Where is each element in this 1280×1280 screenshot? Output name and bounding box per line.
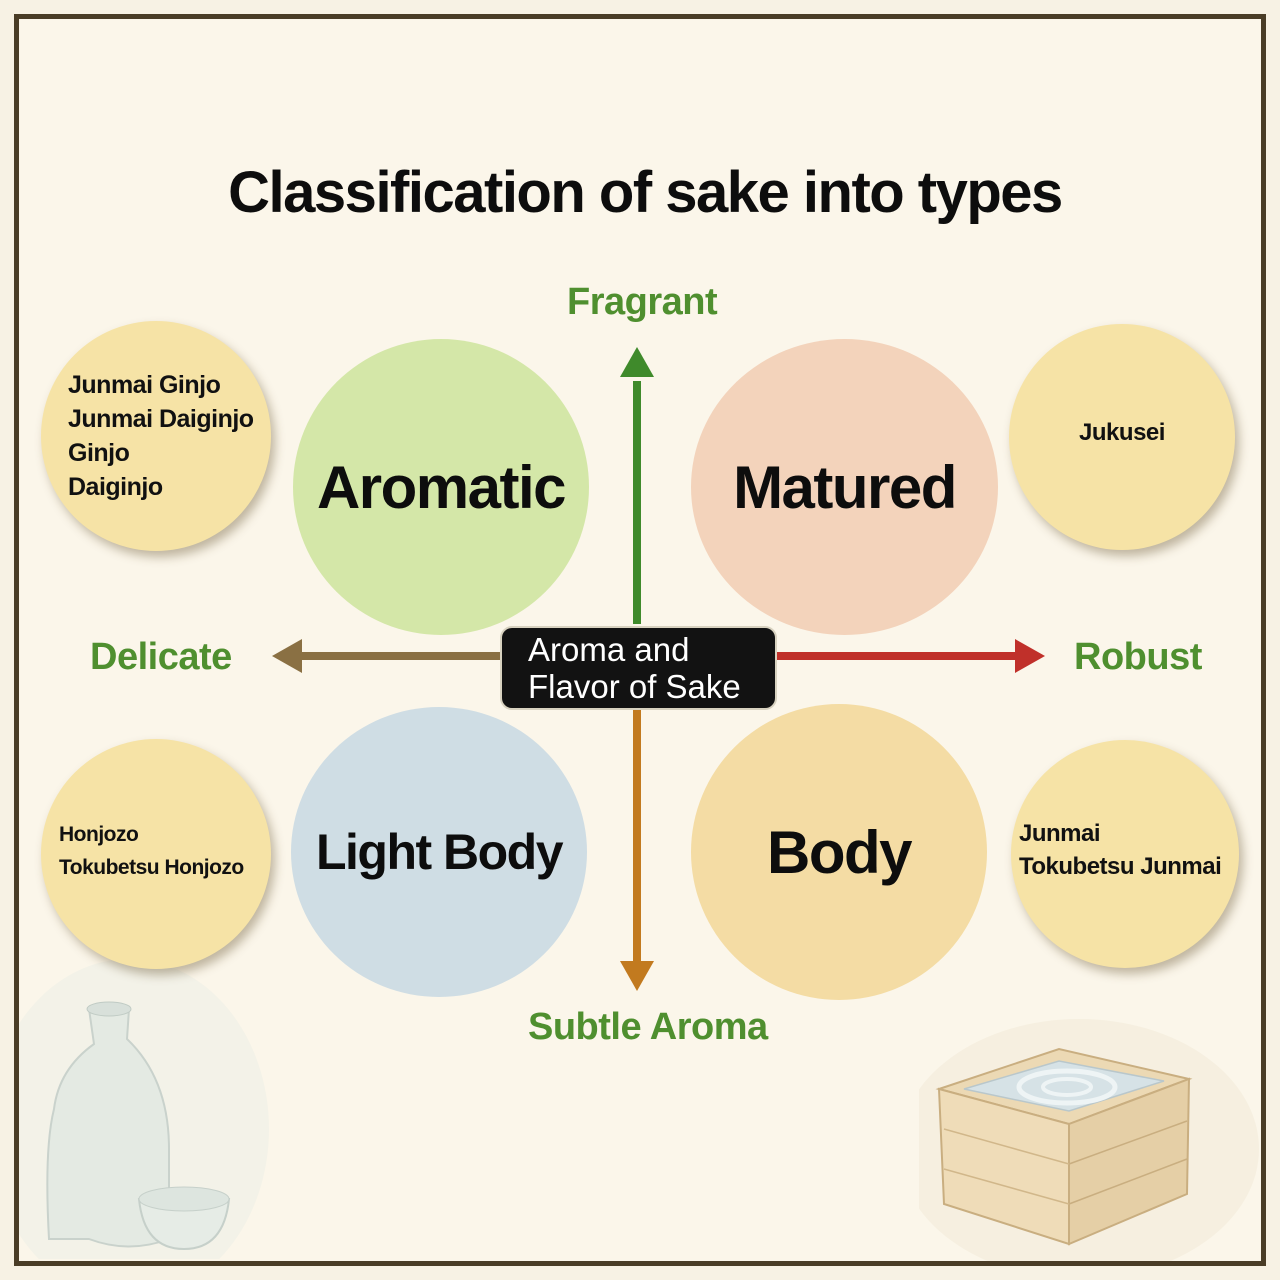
quadrant-matured-label: Matured xyxy=(733,453,957,521)
types-body: Junmai Tokubetsu Junmai xyxy=(1011,740,1239,968)
quadrant-body: Body xyxy=(691,704,987,1000)
axes-arrows xyxy=(272,347,1045,991)
quadrant-aromatic: Aromatic xyxy=(293,339,589,635)
arrow-down-subtle xyxy=(620,709,654,991)
types-aromatic: Junmai Ginjo Junmai Daiginjo Ginjo Daigi… xyxy=(41,321,271,551)
type-item: Junmai Ginjo xyxy=(68,371,221,399)
quadrant-aromatic-label: Aromatic xyxy=(316,453,567,521)
axis-label-fragrant: Fragrant xyxy=(567,281,718,323)
types-matured: Jukusei xyxy=(1009,324,1235,550)
type-item: Honjozo xyxy=(59,823,139,846)
axis-label-robust: Robust xyxy=(1074,636,1202,678)
quadrant-light-body-label: Light Body xyxy=(315,824,564,880)
types-light-body: Honjozo Tokubetsu Honjozo xyxy=(41,739,271,969)
type-item: Tokubetsu Junmai xyxy=(1019,853,1222,880)
axis-label-subtle-aroma: Subtle Aroma xyxy=(528,1006,768,1048)
center-badge-line-1: Aroma and xyxy=(528,631,690,668)
type-item: Ginjo xyxy=(68,439,130,467)
tokkuri-illustration xyxy=(19,959,269,1259)
axis-label-delicate: Delicate xyxy=(90,636,232,678)
page-title: Classification of sake into types xyxy=(228,160,1063,225)
type-item: Tokubetsu Honjozo xyxy=(59,856,244,879)
masu-box-illustration xyxy=(919,1019,1259,1261)
type-item: Junmai xyxy=(1019,820,1101,847)
infographic-panel: Classification of sake into types Fragra… xyxy=(14,14,1266,1266)
arrow-right-robust xyxy=(777,639,1045,673)
center-badge-line-2: Flavor of Sake xyxy=(528,668,741,705)
quadrant-light-body: Light Body xyxy=(291,707,587,997)
center-badge: Aroma and Flavor of Sake xyxy=(500,626,777,710)
arrow-left-delicate xyxy=(272,639,500,673)
arrow-up-fragrant xyxy=(620,347,654,624)
quadrant-body-label: Body xyxy=(767,818,913,886)
type-item: Jukusei xyxy=(1079,419,1165,446)
quadrant-matured: Matured xyxy=(691,339,998,635)
type-item: Junmai Daiginjo xyxy=(68,405,254,433)
type-item: Daiginjo xyxy=(68,473,163,501)
